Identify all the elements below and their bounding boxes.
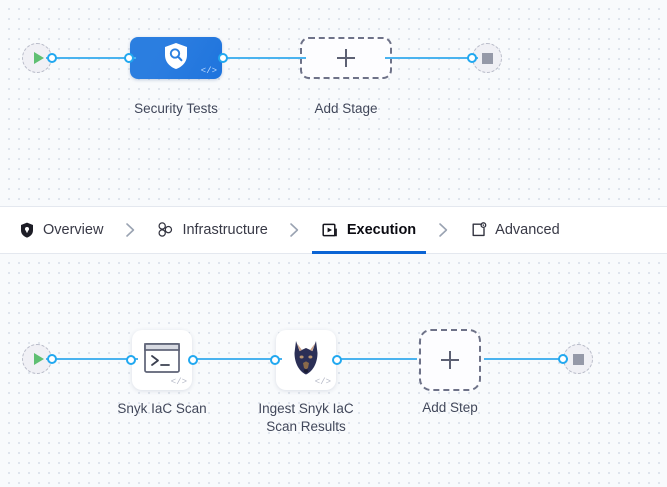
tab-execution[interactable]: Execution — [311, 207, 427, 254]
steps-start-output-port[interactable] — [47, 354, 57, 364]
step2-output-port[interactable] — [332, 355, 342, 365]
add-stage-box[interactable] — [300, 37, 392, 79]
shield-icon — [18, 222, 35, 239]
stage-input-port[interactable] — [124, 53, 134, 63]
step-node-ingest-snyk-results[interactable]: </> Ingest Snyk IaC Scan Results — [258, 330, 354, 434]
step-box[interactable]: </> — [132, 330, 192, 390]
start-circle — [22, 344, 52, 374]
code-badge: </> — [314, 377, 331, 387]
terminal-icon — [144, 342, 180, 378]
stop-icon — [481, 52, 493, 64]
tab-execution-label: Execution — [346, 221, 417, 238]
code-badge: </> — [170, 377, 187, 387]
step1-input-port[interactable] — [126, 355, 136, 365]
tab-infrastructure-label: Infrastructure — [182, 221, 268, 238]
stage-box[interactable]: </> — [130, 37, 222, 79]
edge-stage-to-addstage — [220, 57, 306, 60]
nodes-icon — [157, 222, 174, 239]
step-graph-canvas[interactable]: </> Snyk IaC Scan — [0, 254, 667, 487]
pipeline-config-tabs[interactable]: Overview Infrastructure — [0, 206, 667, 254]
chevron-right-icon — [420, 222, 466, 238]
step-box[interactable]: </> — [276, 330, 336, 390]
tab-overview[interactable]: Overview — [14, 207, 107, 254]
settings-card-icon — [470, 222, 487, 239]
add-step-node[interactable]: Add Step — [419, 329, 481, 415]
edge-step2-to-addstep — [335, 358, 417, 361]
pipeline-start-node[interactable] — [22, 43, 57, 73]
plus-icon — [441, 351, 459, 369]
add-stage-label: Add Stage — [314, 101, 378, 116]
stage-output-port[interactable] — [218, 53, 228, 63]
start-output-port[interactable] — [47, 53, 57, 63]
edge-addstep-to-end — [484, 358, 568, 361]
chevron-right-icon — [107, 222, 153, 238]
edge-step1-to-step2 — [190, 358, 282, 361]
step-node-snyk-iac-scan[interactable]: </> Snyk IaC Scan — [117, 330, 207, 416]
steps-end-node[interactable] — [558, 344, 593, 374]
step2-input-port[interactable] — [270, 355, 280, 365]
pipeline-end-node[interactable] — [467, 43, 502, 73]
steps-end-input-port[interactable] — [558, 354, 568, 364]
tab-advanced-label: Advanced — [495, 221, 560, 238]
add-step-box[interactable] — [419, 329, 481, 391]
step-label: Ingest Snyk IaC Scan Results — [258, 401, 354, 434]
steps-start-node[interactable] — [22, 344, 57, 374]
chevron-right-icon — [272, 222, 318, 238]
stage-node-security-tests[interactable]: </> Security Tests — [124, 37, 228, 116]
stop-icon — [572, 353, 584, 365]
play-icon — [33, 52, 44, 64]
add-stage-node[interactable]: Add Stage — [300, 37, 392, 116]
play-icon — [33, 353, 44, 365]
tab-overview-label: Overview — [43, 221, 104, 238]
end-input-port[interactable] — [467, 53, 477, 63]
play-box-icon — [322, 222, 339, 239]
step1-output-port[interactable] — [188, 355, 198, 365]
tab-infrastructure[interactable]: Infrastructure — [153, 207, 271, 254]
snyk-doberman-icon — [290, 340, 322, 381]
stage-label: Security Tests — [134, 101, 218, 116]
edge-start-to-step1 — [46, 358, 138, 361]
edge-start-to-stage — [46, 57, 136, 60]
step-label: Snyk IaC Scan — [117, 401, 207, 416]
code-badge: </> — [200, 66, 217, 76]
stage-graph-canvas[interactable]: </> Security Tests Add Stage — [0, 0, 667, 206]
edge-addstage-to-end — [385, 57, 478, 60]
shield-search-icon — [163, 42, 189, 75]
tab-advanced[interactable]: Advanced — [466, 207, 564, 254]
plus-icon — [337, 49, 355, 67]
add-step-label: Add Step — [422, 400, 478, 415]
